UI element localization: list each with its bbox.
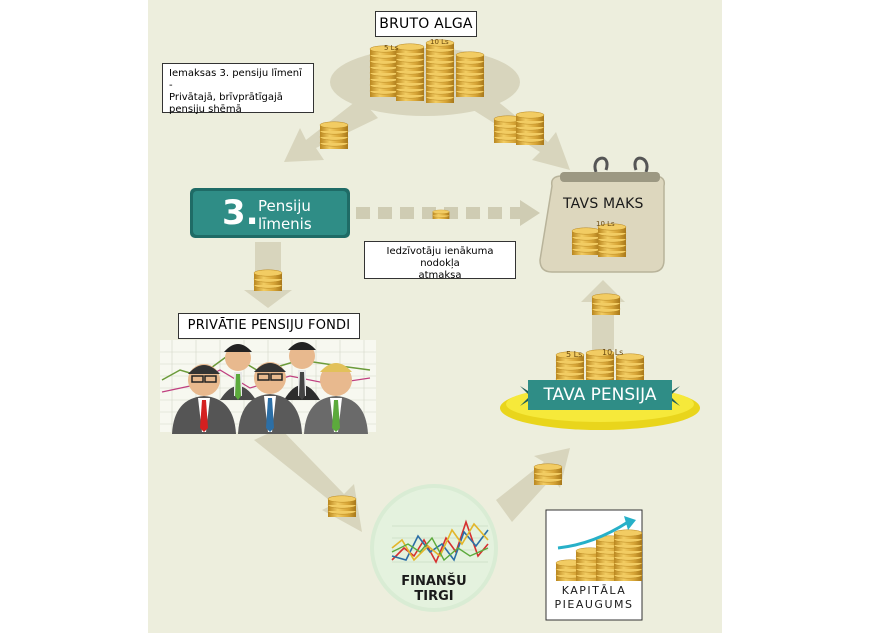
flow-arrows	[244, 92, 625, 532]
tax-refund-bubble: Iedzīvotāju ienākuma nodokļa atmaksa	[364, 241, 516, 281]
contributions-line-1: Iemaksas 3. pensiju līmenī -	[169, 68, 302, 91]
capital-growth-line-1: KAPITĀLA	[561, 584, 627, 597]
pension-level-number: 3.	[222, 193, 259, 233]
wallet-label: TAVS MAKS	[563, 196, 644, 212]
pension-disc	[500, 349, 700, 430]
tax-refund-line-2: atmaksa	[418, 270, 462, 281]
contributions-line-3: pensiju shēmā	[169, 104, 242, 115]
pension-level-line-2: līmenis	[258, 215, 312, 233]
tax-refund-line-1: Iedzīvotāju ienākuma nodokļa	[386, 246, 494, 269]
capital-growth-line-2: PIEAUGUMS	[554, 598, 634, 611]
coin-text-5ls: 5 Ls	[384, 44, 399, 52]
capital-growth-label: KAPITĀLA PIEAUGUMS	[546, 584, 642, 612]
bruto-alga-label: BRUTO ALGA	[375, 11, 477, 37]
contributions-bubble: Iemaksas 3. pensiju līmenī - Privātajā, …	[162, 63, 314, 115]
your-pension-label: TAVA PENSIJA	[543, 385, 657, 405]
finance-markets-label: FINANŠU TIRGI	[401, 574, 467, 604]
coin-text-10ls: 10 Ls	[430, 38, 449, 46]
finance-markets-circle	[370, 484, 498, 612]
pension-level-box	[190, 188, 350, 238]
pension-coin-text-10ls: 10 Ls	[602, 348, 624, 357]
wallet-purse	[539, 156, 666, 273]
pension-level-line-1: Pensiju	[258, 197, 311, 215]
dashed-arrow	[356, 200, 540, 226]
private-funds-label: PRIVĀTIE PENSIJU FONDI	[178, 313, 360, 339]
contributions-line-2: Privātajā, brīvprātīgajā	[169, 92, 283, 103]
pension-coin-text-5ls: 5 Ls	[566, 350, 583, 359]
pension-level-text: Pensiju līmenis	[258, 197, 312, 233]
purse-coin-text: 10 Ls	[596, 220, 615, 228]
businessmen-group	[172, 342, 368, 434]
capital-growth-box	[545, 509, 643, 621]
